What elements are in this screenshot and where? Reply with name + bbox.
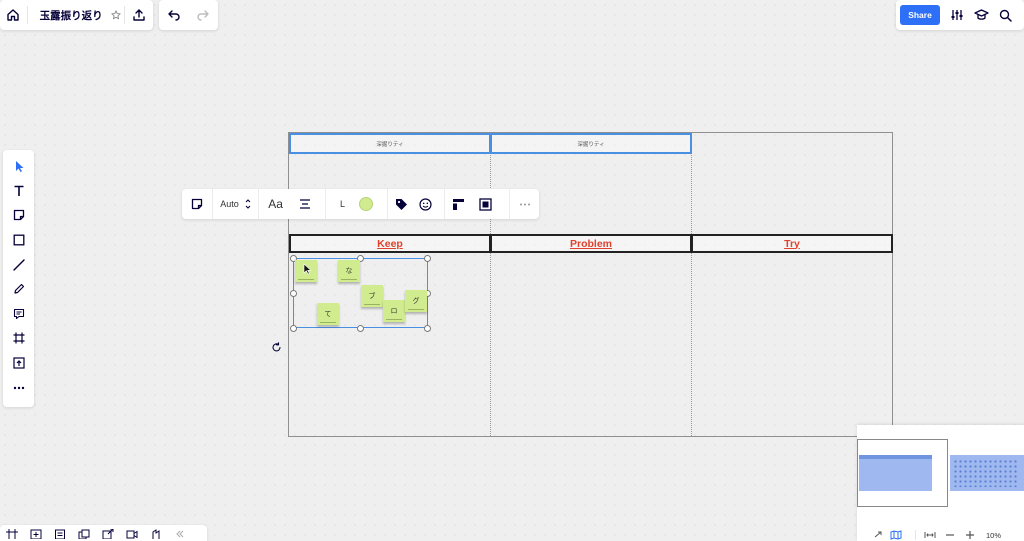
board-header: 玉露振り返り xyxy=(0,0,153,30)
minimap-board-preview xyxy=(859,455,932,459)
sticky-note[interactable]: グ xyxy=(405,290,427,312)
pen-icon[interactable] xyxy=(3,277,34,302)
tag-icon[interactable] xyxy=(388,189,415,219)
sticky-type-icon[interactable] xyxy=(182,189,212,219)
expand-icon[interactable] xyxy=(869,529,887,541)
redo-icon[interactable] xyxy=(188,0,217,30)
zoom-in-icon[interactable] xyxy=(960,529,980,541)
upload-icon[interactable] xyxy=(3,351,34,376)
color-swatch-icon xyxy=(358,197,373,211)
context-toolbar: Auto Aa L xyxy=(182,189,539,219)
layers-icon[interactable] xyxy=(72,527,96,541)
sticky-color-button[interactable] xyxy=(358,189,373,219)
problem-header[interactable]: Problem xyxy=(490,234,692,253)
divider xyxy=(26,6,28,24)
keep-label: Keep xyxy=(377,237,403,250)
collapse-icon[interactable] xyxy=(168,527,192,541)
font-size-select[interactable]: Auto xyxy=(213,189,258,219)
resize-handle[interactable] xyxy=(290,255,297,262)
sticky-size-label: L xyxy=(339,199,345,209)
zoom-level[interactable]: 10% xyxy=(986,530,1002,540)
video-icon[interactable] xyxy=(120,527,144,541)
frame-selection-icon[interactable] xyxy=(472,189,499,219)
resize-handle[interactable] xyxy=(357,255,364,262)
more-options-icon[interactable] xyxy=(510,189,539,219)
rotate-icon[interactable] xyxy=(270,341,282,353)
text-align-icon[interactable] xyxy=(292,189,317,219)
home-icon[interactable] xyxy=(0,0,27,30)
try-label: Try xyxy=(784,237,800,250)
sticky-note[interactable]: ロ xyxy=(383,300,405,322)
search-icon[interactable] xyxy=(993,0,1017,30)
settings-sliders-icon[interactable] xyxy=(945,0,969,30)
map-icon[interactable] xyxy=(887,529,905,541)
font-size-value: Auto xyxy=(220,199,239,209)
resize-handle[interactable] xyxy=(290,325,297,332)
line-icon[interactable] xyxy=(3,252,34,277)
zoom-out-icon[interactable] xyxy=(940,529,960,541)
sticky-note[interactable]: ブ xyxy=(361,285,383,307)
sticky-note-icon[interactable] xyxy=(3,203,34,228)
export-icon[interactable] xyxy=(125,0,153,30)
divider xyxy=(509,189,511,219)
kpt-board[interactable]: 深掘りティ 深掘りティ Keep Problem Try xyxy=(288,132,893,437)
more-icon[interactable] xyxy=(3,375,34,400)
text-icon[interactable] xyxy=(3,179,34,204)
apps-icon[interactable] xyxy=(144,527,168,541)
divider xyxy=(386,189,388,219)
frames-icon[interactable] xyxy=(0,527,24,541)
sub-header-cell[interactable]: 深掘りティ xyxy=(289,133,491,154)
board-title[interactable]: 玉露振り返り xyxy=(39,9,103,22)
sticky-size-button[interactable]: L xyxy=(326,189,359,219)
divider xyxy=(915,530,916,540)
undo-icon[interactable] xyxy=(159,0,188,30)
divider xyxy=(211,189,213,219)
star-icon[interactable] xyxy=(109,0,124,30)
select-icon[interactable] xyxy=(3,154,34,179)
creation-toolbar xyxy=(3,150,34,407)
keep-header[interactable]: Keep xyxy=(289,234,491,253)
resize-handle[interactable] xyxy=(357,325,364,332)
frame-icon[interactable] xyxy=(3,326,34,351)
try-header[interactable]: Try xyxy=(691,234,893,253)
sub-header-cell[interactable]: 深掘りティ xyxy=(490,133,692,154)
mouse-cursor-icon xyxy=(303,263,312,275)
divider xyxy=(325,189,327,219)
minimap-board-preview xyxy=(859,455,932,491)
minimap[interactable]: 10% xyxy=(857,425,1024,541)
minimap-board-preview xyxy=(953,459,1018,487)
divider xyxy=(444,189,446,219)
column-divider xyxy=(691,133,692,436)
font-family-label: Aa xyxy=(268,197,283,211)
problem-label: Problem xyxy=(569,237,612,250)
share-button[interactable]: Share xyxy=(900,5,940,25)
emoji-reaction-icon[interactable] xyxy=(415,189,436,219)
bottom-toolbar xyxy=(0,525,207,541)
resize-handle[interactable] xyxy=(424,325,431,332)
stepper-arrows-icon xyxy=(245,199,251,209)
sticky-note[interactable]: な xyxy=(338,260,360,282)
comment-icon[interactable] xyxy=(3,302,34,327)
divider xyxy=(258,189,260,219)
shape-icon[interactable] xyxy=(3,228,34,253)
sticky-note[interactable]: て xyxy=(317,303,339,325)
resize-handle[interactable] xyxy=(290,290,297,297)
board-icon[interactable] xyxy=(24,527,48,541)
top-right-controls: Share xyxy=(896,0,1024,30)
share-screen-icon[interactable] xyxy=(96,527,120,541)
fit-screen-icon[interactable] xyxy=(920,529,940,541)
history-controls xyxy=(159,0,218,30)
align-objects-icon[interactable] xyxy=(445,189,472,219)
learning-cap-icon[interactable] xyxy=(969,0,993,30)
column-divider xyxy=(490,133,491,436)
resize-handle[interactable] xyxy=(424,255,431,262)
font-family-button[interactable]: Aa xyxy=(259,189,292,219)
notes-icon[interactable] xyxy=(48,527,72,541)
minimap-viewport[interactable] xyxy=(857,439,948,507)
divider xyxy=(123,6,125,24)
